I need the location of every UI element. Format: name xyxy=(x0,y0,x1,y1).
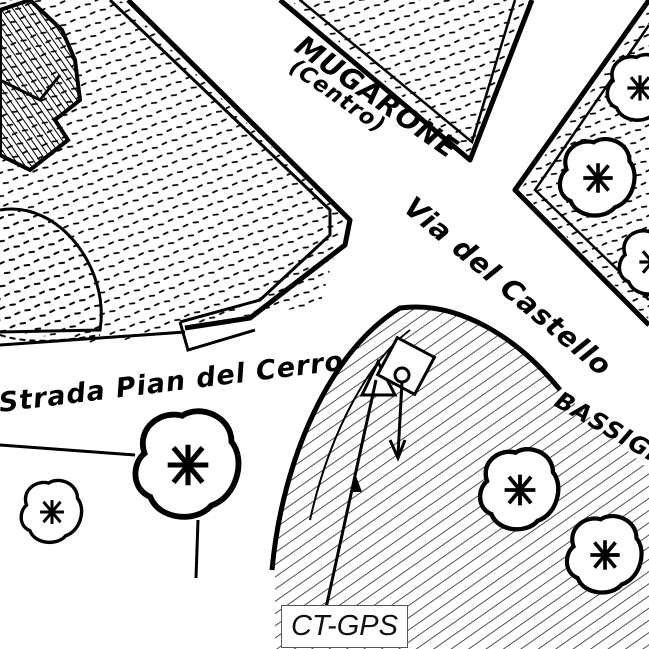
north-arrow-icon xyxy=(350,476,362,492)
tree-icon xyxy=(0,411,238,579)
callout-leader xyxy=(324,379,378,609)
block-north-east xyxy=(512,0,649,327)
block-north xyxy=(278,0,535,163)
building-icon xyxy=(0,0,83,173)
gps-marker-icon xyxy=(359,335,437,462)
label-strada-pian-del-cerro: Strada Pian del Cerro xyxy=(0,346,346,419)
callout-label: CT-GPS xyxy=(281,605,408,648)
block-north-west xyxy=(0,0,353,352)
